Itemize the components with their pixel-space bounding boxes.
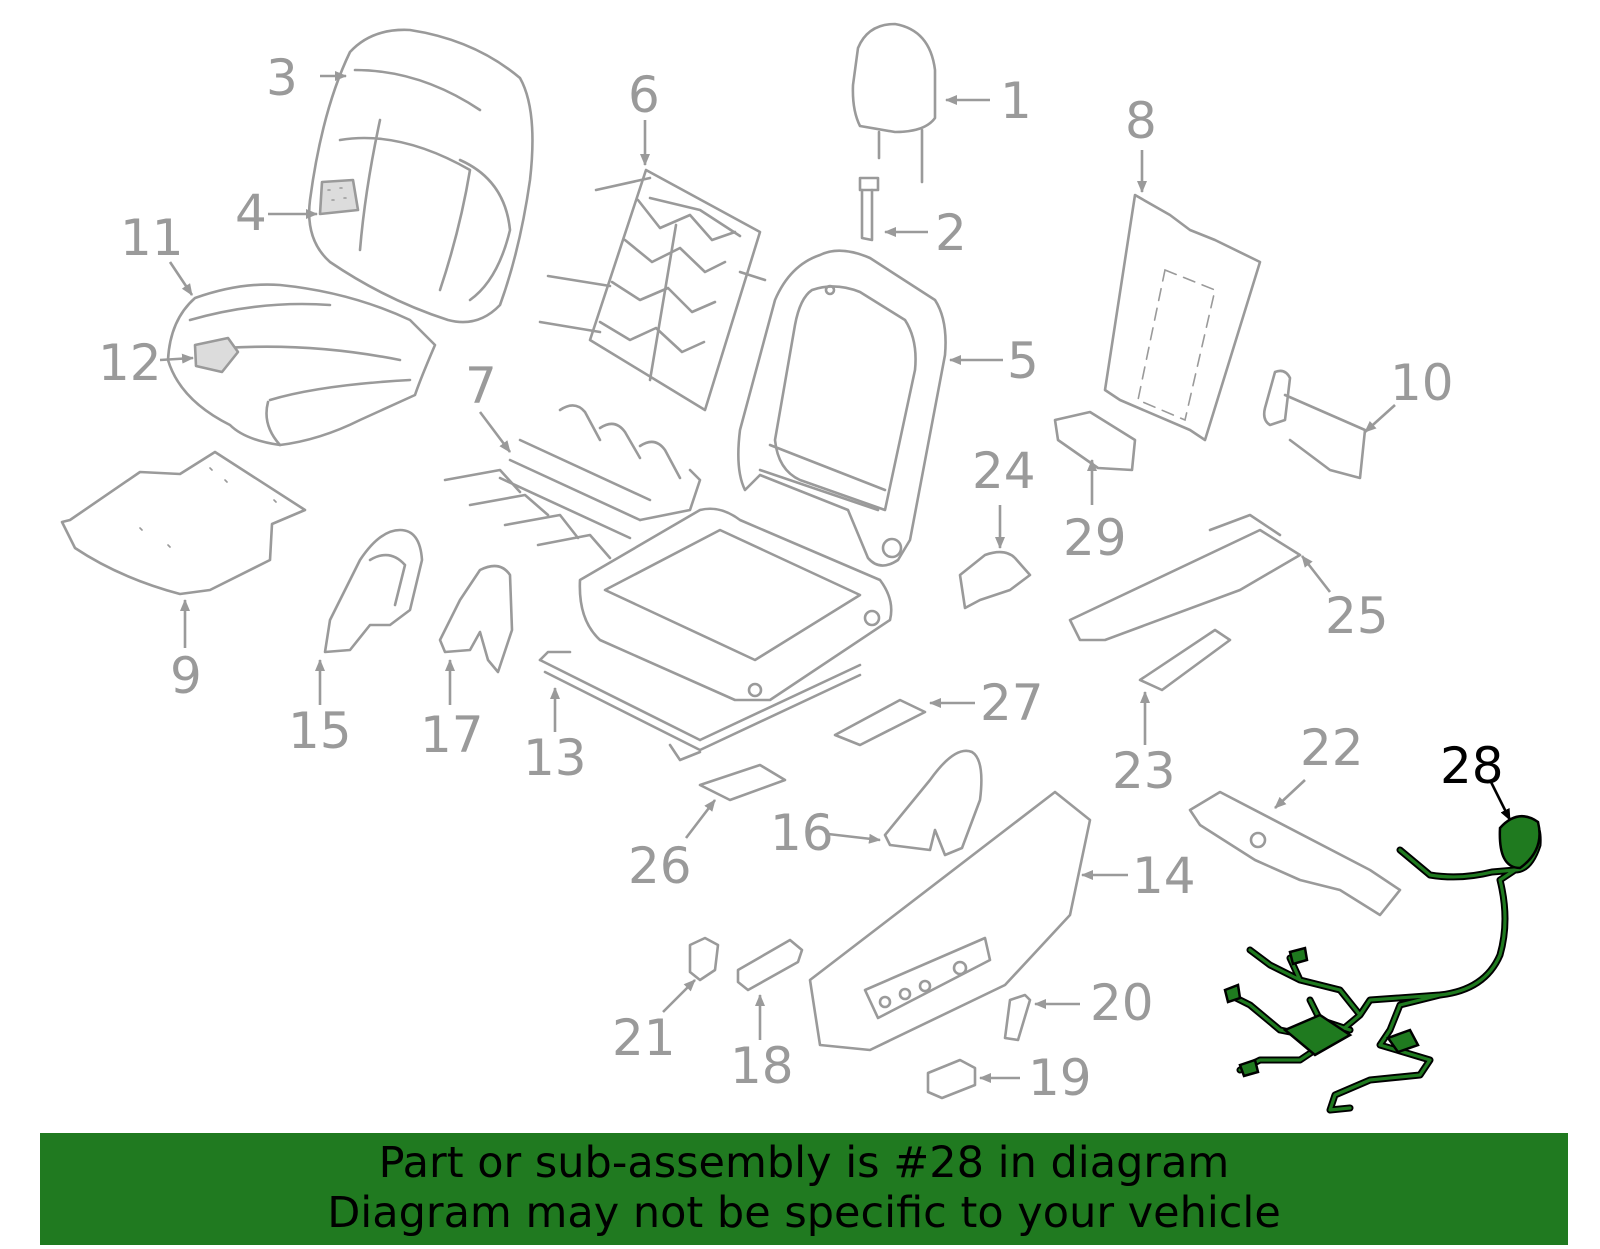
callout-19: 19 [1028, 1049, 1092, 1107]
callout-15: 15 [288, 702, 352, 760]
callout-25: 25 [1325, 587, 1389, 645]
part-6-back-springs [538, 168, 767, 412]
part-26-clip [698, 763, 787, 802]
leader-lines [159, 71, 1512, 1083]
part-10-rod [1262, 369, 1367, 480]
callout-11: 11 [120, 209, 184, 267]
callout-13: 13 [523, 729, 587, 787]
part-8-back-board [1103, 193, 1262, 442]
part-21-knob [688, 936, 720, 982]
part-22-bracket [1188, 790, 1402, 917]
callout-2: 2 [935, 204, 967, 262]
callout-14: 14 [1132, 847, 1196, 905]
part-5-seatback-frame [737, 249, 947, 567]
part-12-pad [193, 336, 240, 374]
part-29-block [1053, 410, 1137, 472]
callout-17: 17 [420, 706, 484, 764]
callout-3: 3 [266, 49, 298, 107]
part-17-bracket [438, 564, 514, 674]
part-16-bracket [883, 749, 983, 857]
part-14-side-shield [808, 790, 1092, 1052]
callout-18: 18 [730, 1037, 794, 1095]
part-23-rail [1138, 628, 1232, 692]
callout-6: 6 [628, 66, 660, 124]
callout-26: 26 [628, 837, 692, 895]
callout-22: 22 [1300, 719, 1364, 777]
callout-20: 20 [1090, 974, 1154, 1032]
callout-numbers: 1 2 3 4 5 6 7 8 9 10 11 12 13 14 15 16 1… [98, 49, 1504, 1107]
callout-24: 24 [972, 442, 1036, 500]
callout-23: 23 [1112, 742, 1176, 800]
part-11-cushion-cover [166, 283, 437, 447]
part-28-wiring-harness [1223, 815, 1542, 1114]
part-4-pad [318, 178, 360, 216]
part-15-bracket [323, 528, 424, 654]
part-20-knob [1003, 993, 1032, 1042]
banner-line-2: Diagram may not be specific to your vehi… [327, 1188, 1281, 1238]
callout-8: 8 [1125, 92, 1157, 150]
callout-16: 16 [770, 804, 834, 862]
callout-1: 1 [1000, 72, 1032, 130]
part-info-banner: Part or sub-assembly is #28 in diagram D… [40, 1133, 1568, 1245]
callout-28: 28 [1440, 737, 1504, 795]
part-25-track [1068, 513, 1302, 642]
callout-7: 7 [465, 357, 497, 415]
part-9-mat [60, 450, 307, 596]
part-18-switch [736, 938, 804, 992]
part-3-seatback-cover [307, 28, 534, 324]
part-13-seat-frame [538, 507, 893, 762]
callout-4: 4 [235, 184, 267, 242]
callout-21: 21 [612, 1009, 676, 1067]
callout-12: 12 [98, 334, 162, 392]
callout-27: 27 [980, 674, 1044, 732]
part-19-knob [926, 1058, 977, 1100]
part-24-cover [958, 550, 1032, 610]
part-27-clip [833, 698, 927, 747]
callout-9: 9 [170, 647, 202, 705]
banner-line-1: Part or sub-assembly is #28 in diagram [378, 1138, 1230, 1188]
callout-10: 10 [1390, 354, 1454, 412]
callout-29: 29 [1063, 509, 1127, 567]
part-2-guide [858, 176, 880, 242]
part-7-cushion-springs [443, 404, 702, 560]
part-1-headrest [851, 22, 937, 184]
callout-5: 5 [1007, 332, 1039, 390]
